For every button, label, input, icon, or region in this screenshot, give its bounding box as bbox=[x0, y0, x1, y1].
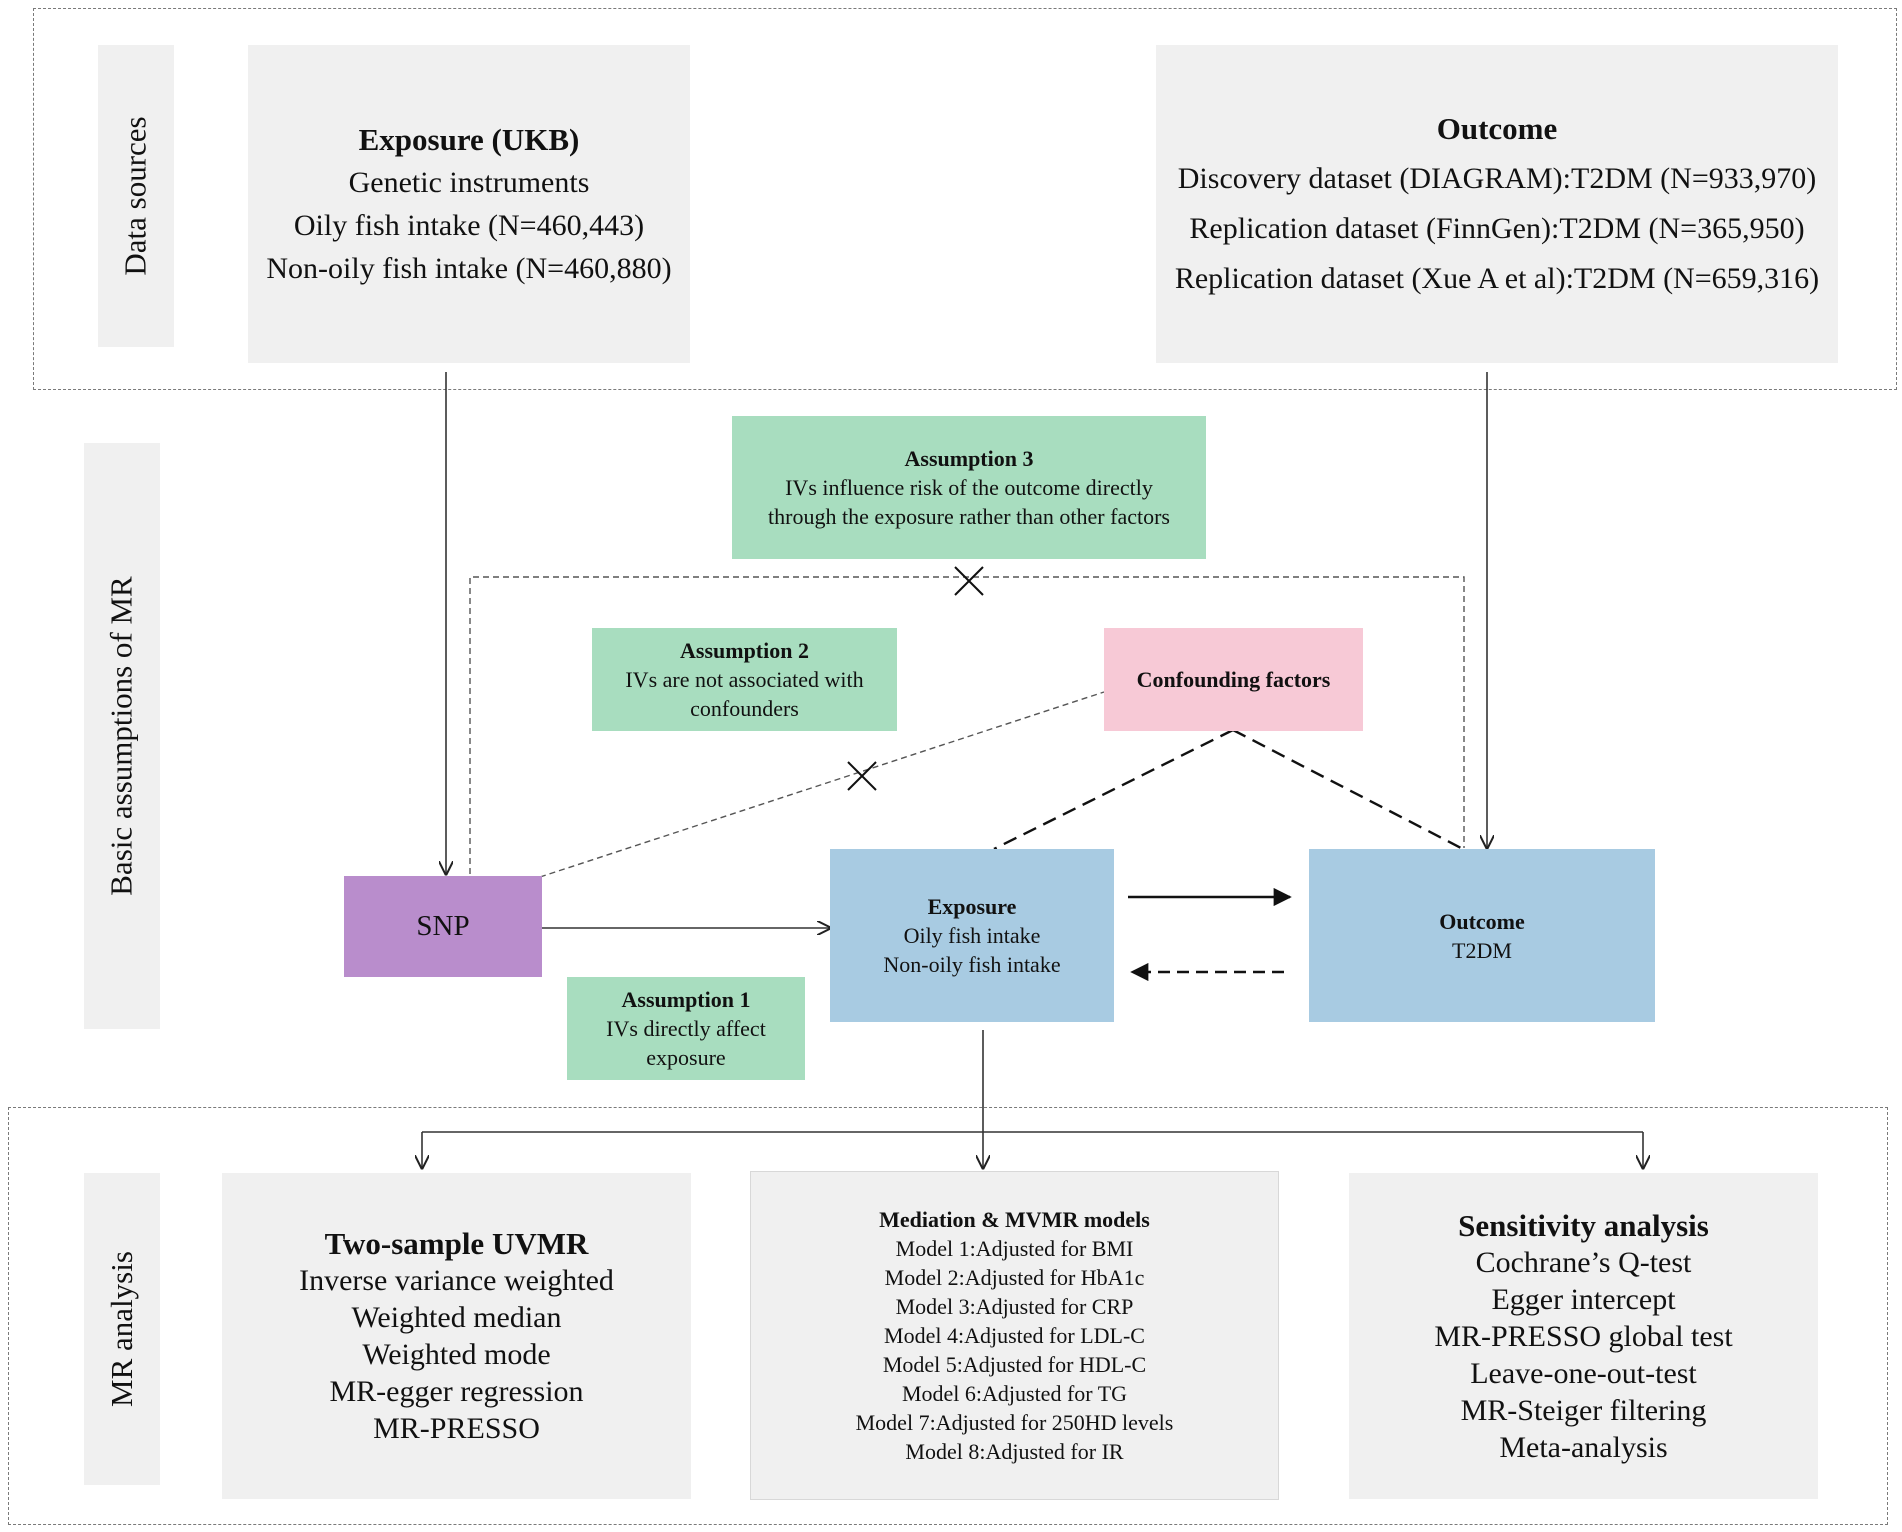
assumption1-line: IVs directly affect bbox=[606, 1016, 766, 1041]
mediation-line: Model 6:Adjusted for TG bbox=[901, 1381, 1128, 1406]
data-sources-frame bbox=[33, 8, 1897, 390]
section-label-data-sources: Data sources bbox=[98, 45, 174, 347]
mediation-box: Mediation & MVMR models Model 1:Adjusted… bbox=[750, 1171, 1279, 1500]
outcome-source-line: Replication dataset (Xue A et al):T2DM (… bbox=[1174, 262, 1820, 295]
sensitivity-line: Leave-one-out-test bbox=[1470, 1356, 1697, 1390]
sensitivity-line: Cochrane’s Q-test bbox=[1475, 1245, 1692, 1279]
sensitivity-line: MR-PRESSO global test bbox=[1434, 1319, 1733, 1353]
confounding-factors-box: Confounding factors bbox=[1104, 628, 1363, 731]
assumption1-box: Assumption 1 IVs directly affect exposur… bbox=[567, 977, 805, 1080]
mr-analysis-frame bbox=[8, 1107, 1888, 1525]
mediation-line: Model 7:Adjusted for 250HD levels bbox=[855, 1410, 1174, 1435]
sensitivity-line: Meta-analysis bbox=[1499, 1430, 1668, 1464]
assumption2-line: IVs are not associated with bbox=[625, 667, 864, 692]
mediation-line: Model 5:Adjusted for HDL-C bbox=[882, 1352, 1147, 1377]
exposure-source-line: Non-oily fish intake (N=460,880) bbox=[266, 252, 672, 285]
assumption3-cross-mark bbox=[954, 566, 984, 596]
confounding-to-exposure-dashed bbox=[993, 728, 1234, 851]
confounding-factors-label: Confounding factors bbox=[1136, 666, 1331, 692]
assumption3-line: through the exposure rather than other f… bbox=[768, 504, 1170, 529]
assumption3-box: Assumption 3 IVs influence risk of the o… bbox=[732, 416, 1206, 559]
exposure-source-box: Exposure (UKB) Genetic instruments Oily … bbox=[248, 45, 690, 363]
mediation-title: Mediation & MVMR models bbox=[879, 1207, 1150, 1232]
assumption2-box: Assumption 2 IVs are not associated with… bbox=[592, 628, 897, 731]
mediation-line: Model 3:Adjusted for CRP bbox=[895, 1294, 1134, 1319]
outcome-source-box: Outcome Discovery dataset (DIAGRAM):T2DM… bbox=[1156, 45, 1838, 363]
section-label-assumptions: Basic assumptions of MR bbox=[84, 443, 160, 1029]
outcome-node-line: T2DM bbox=[1452, 937, 1512, 963]
assumption2-line: confounders bbox=[690, 696, 799, 721]
snp-label: SNP bbox=[416, 910, 470, 942]
section-label-mr-analysis: MR analysis bbox=[84, 1173, 160, 1485]
uvmr-box: Two-sample UVMR Inverse variance weighte… bbox=[222, 1173, 691, 1499]
uvmr-line: MR-egger regression bbox=[329, 1375, 584, 1408]
assumption2-cross-mark bbox=[847, 761, 877, 791]
exposure-source-title: Exposure (UKB) bbox=[358, 122, 580, 157]
outcome-node-box: Outcome T2DM bbox=[1309, 849, 1655, 1022]
outcome-source-line: Discovery dataset (DIAGRAM):T2DM (N=933,… bbox=[1177, 162, 1817, 195]
snp-to-confounding-dashed bbox=[539, 691, 1105, 878]
assumption3-dashed-path bbox=[469, 576, 1465, 874]
uvmr-line: Weighted mode bbox=[362, 1338, 551, 1371]
assumption1-title: Assumption 1 bbox=[621, 987, 751, 1012]
assumption3-title: Assumption 3 bbox=[904, 446, 1034, 471]
exposure-source-line: Genetic instruments bbox=[348, 166, 590, 199]
exposure-node-box: Exposure Oily fish intake Non-oily fish … bbox=[830, 849, 1114, 1022]
mediation-line: Model 2:Adjusted for HbA1c bbox=[884, 1265, 1145, 1290]
exposure-node-line: Oily fish intake bbox=[903, 923, 1041, 948]
mediation-line: Model 8:Adjusted for IR bbox=[905, 1439, 1124, 1464]
exposure-node-title: Exposure bbox=[927, 894, 1017, 919]
sensitivity-title: Sensitivity analysis bbox=[1458, 1207, 1709, 1243]
exposure-source-line: Oily fish intake (N=460,443) bbox=[293, 209, 645, 242]
confounding-to-outcome-dashed bbox=[1232, 728, 1464, 851]
assumption2-title: Assumption 2 bbox=[680, 638, 809, 663]
snp-box: SNP bbox=[344, 876, 542, 977]
sensitivity-line: MR-Steiger filtering bbox=[1460, 1393, 1707, 1427]
exposure-node-line: Non-oily fish intake bbox=[883, 952, 1061, 977]
outcome-source-line: Replication dataset (FinnGen):T2DM (N=36… bbox=[1189, 212, 1805, 245]
sensitivity-box: Sensitivity analysis Cochrane’s Q-test E… bbox=[1349, 1173, 1818, 1499]
mediation-line: Model 4:Adjusted for LDL-C bbox=[884, 1323, 1145, 1348]
uvmr-line: Weighted median bbox=[351, 1301, 562, 1334]
uvmr-title: Two-sample UVMR bbox=[324, 1226, 589, 1261]
outcome-node-title: Outcome bbox=[1439, 908, 1525, 934]
sensitivity-line: Egger intercept bbox=[1491, 1282, 1676, 1316]
mediation-line: Model 1:Adjusted for BMI bbox=[895, 1236, 1134, 1261]
outcome-source-title: Outcome bbox=[1436, 111, 1558, 146]
uvmr-line: Inverse variance weighted bbox=[299, 1264, 614, 1297]
assumption3-line: IVs influence risk of the outcome direct… bbox=[785, 475, 1153, 500]
uvmr-line: MR-PRESSO bbox=[373, 1412, 540, 1445]
assumption1-line: exposure bbox=[646, 1045, 726, 1070]
